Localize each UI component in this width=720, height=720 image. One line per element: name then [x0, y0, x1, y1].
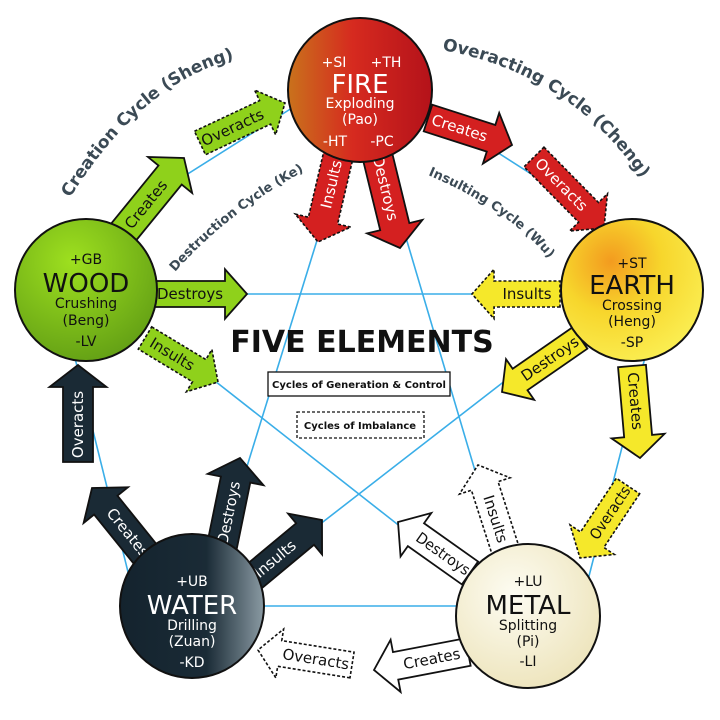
metal-element: +LU METAL Splitting (Pi) -LI [455, 543, 601, 689]
earth-overacts-arrow-shape [568, 477, 641, 559]
wood-overacts-arrow: Overacts [193, 88, 286, 156]
fire-top-left: +SI [322, 55, 347, 71]
water-creates-arrow-shape [82, 486, 163, 571]
fire-top-right: +TH [371, 55, 402, 71]
wood-top: +GB [70, 252, 102, 268]
water-bottom: -KD [179, 655, 204, 671]
earth-insults-arrow-label: Insults [502, 285, 551, 303]
water-top: +UB [176, 574, 208, 590]
metal-bottom: -LI [520, 654, 537, 670]
legend-dashed-box [296, 411, 425, 439]
metal-creates-arrow-shape [372, 637, 472, 695]
water-line1: Drilling [167, 618, 217, 634]
wood-bottom: -LV [76, 334, 97, 350]
fire-creates-arrow: Creates [422, 103, 514, 166]
wood-line2: (Beng) [63, 313, 110, 329]
wood-name: WOOD [43, 269, 130, 299]
wood-overacts-arrow-shape [193, 88, 286, 156]
earth-insults-arrow-shape [470, 267, 561, 321]
wood-element: +GB WOOD Crushing (Beng) -LV [14, 218, 158, 362]
metal-insults-arrow-shape [457, 464, 521, 558]
fire-circle [287, 17, 433, 163]
fire-overacts-arrow-shape [522, 146, 609, 232]
arrows: CreatesOveractsDestroysInsultsCreatesOve… [46, 88, 668, 695]
fire-bottom-right: -PC [370, 134, 393, 150]
water-overacts-arrow-shape [256, 627, 355, 681]
wood-creates-arrow-shape [109, 156, 194, 245]
earth-overacts-arrow: Overacts [568, 477, 641, 559]
wood-destroys-arrow: Destroys [154, 266, 249, 322]
wood-from-water-overacts-arrow: Overacts [46, 363, 110, 463]
earth-circle [560, 218, 704, 362]
wood-destroys-arrow-shape [154, 266, 249, 322]
wood-from-water-overacts-arrow-shape [46, 363, 110, 463]
metal-destroys-arrow-shape [397, 511, 480, 586]
fire-insults-arrow: Insults [293, 143, 356, 243]
wood-circle [14, 218, 158, 362]
water-overacts-arrow: Overacts [256, 627, 355, 681]
fire-destroys-arrow-shape [360, 145, 425, 250]
water-name: WATER [147, 591, 237, 621]
wood-insults-arrow: Insults [137, 325, 219, 394]
water-circle [119, 533, 265, 679]
legend-solid-label: Cycles of Generation & Control [272, 380, 446, 391]
earth-creates-arrow: Creates [609, 363, 668, 460]
earth-creates-arrow-shape [609, 363, 668, 460]
fire-element: +SI +TH FIRE Exploding (Pao) -HT -PC [287, 17, 433, 163]
earth-insults-arrow: Insults [470, 267, 561, 321]
metal-top: +LU [513, 574, 542, 590]
fire-bottom-left: -HT [323, 134, 348, 150]
fire-overacts-arrow-label: Overacts [531, 154, 591, 215]
fire-name: FIRE [331, 70, 388, 100]
water-destroys-arrow: Destroys [204, 456, 266, 551]
wood-line1: Crushing [55, 296, 117, 312]
metal-line2: (Pi) [517, 634, 540, 650]
earth-top: +ST [617, 256, 647, 272]
metal-name: METAL [486, 591, 572, 621]
wood-insults-arrow-shape [137, 325, 219, 394]
earth-element: +ST EARTH Crossing (Heng) -SP [560, 218, 704, 362]
fire-line2: (Pao) [342, 112, 378, 128]
earth-destroys-arrow-shape [501, 326, 589, 402]
page-title: FIVE ELEMENTS [230, 325, 493, 360]
wood-from-water-overacts-arrow-label: Overacts [69, 391, 87, 458]
fire-line1: Exploding [325, 96, 394, 112]
metal-line1: Splitting [499, 618, 557, 634]
water-line2: (Zuan) [169, 634, 216, 650]
water-destroys-arrow-shape [204, 456, 266, 551]
legend-dashed-label: Cycles of Imbalance [304, 421, 416, 432]
creation-cycle-label: Creation Cycle (Sheng) [57, 45, 235, 201]
metal-creates-arrow: Creates [372, 637, 472, 695]
metal-circle [455, 543, 601, 689]
legend-solid-box [267, 371, 451, 397]
fire-insults-arrow-shape [293, 143, 356, 243]
earth-bottom: -SP [621, 335, 643, 351]
earth-line1: Crossing [602, 298, 662, 314]
earth-name: EARTH [589, 271, 675, 301]
fire-creates-arrow-shape [422, 103, 514, 166]
water-element: +UB WATER Drilling (Zuan) -KD [119, 533, 265, 679]
earth-line2: (Heng) [608, 314, 656, 330]
earth-creates-arrow-label: Creates [624, 372, 647, 431]
metal-insults-arrow: Insults [457, 464, 521, 558]
wood-destroys-arrow-label: Destroys [157, 285, 223, 303]
